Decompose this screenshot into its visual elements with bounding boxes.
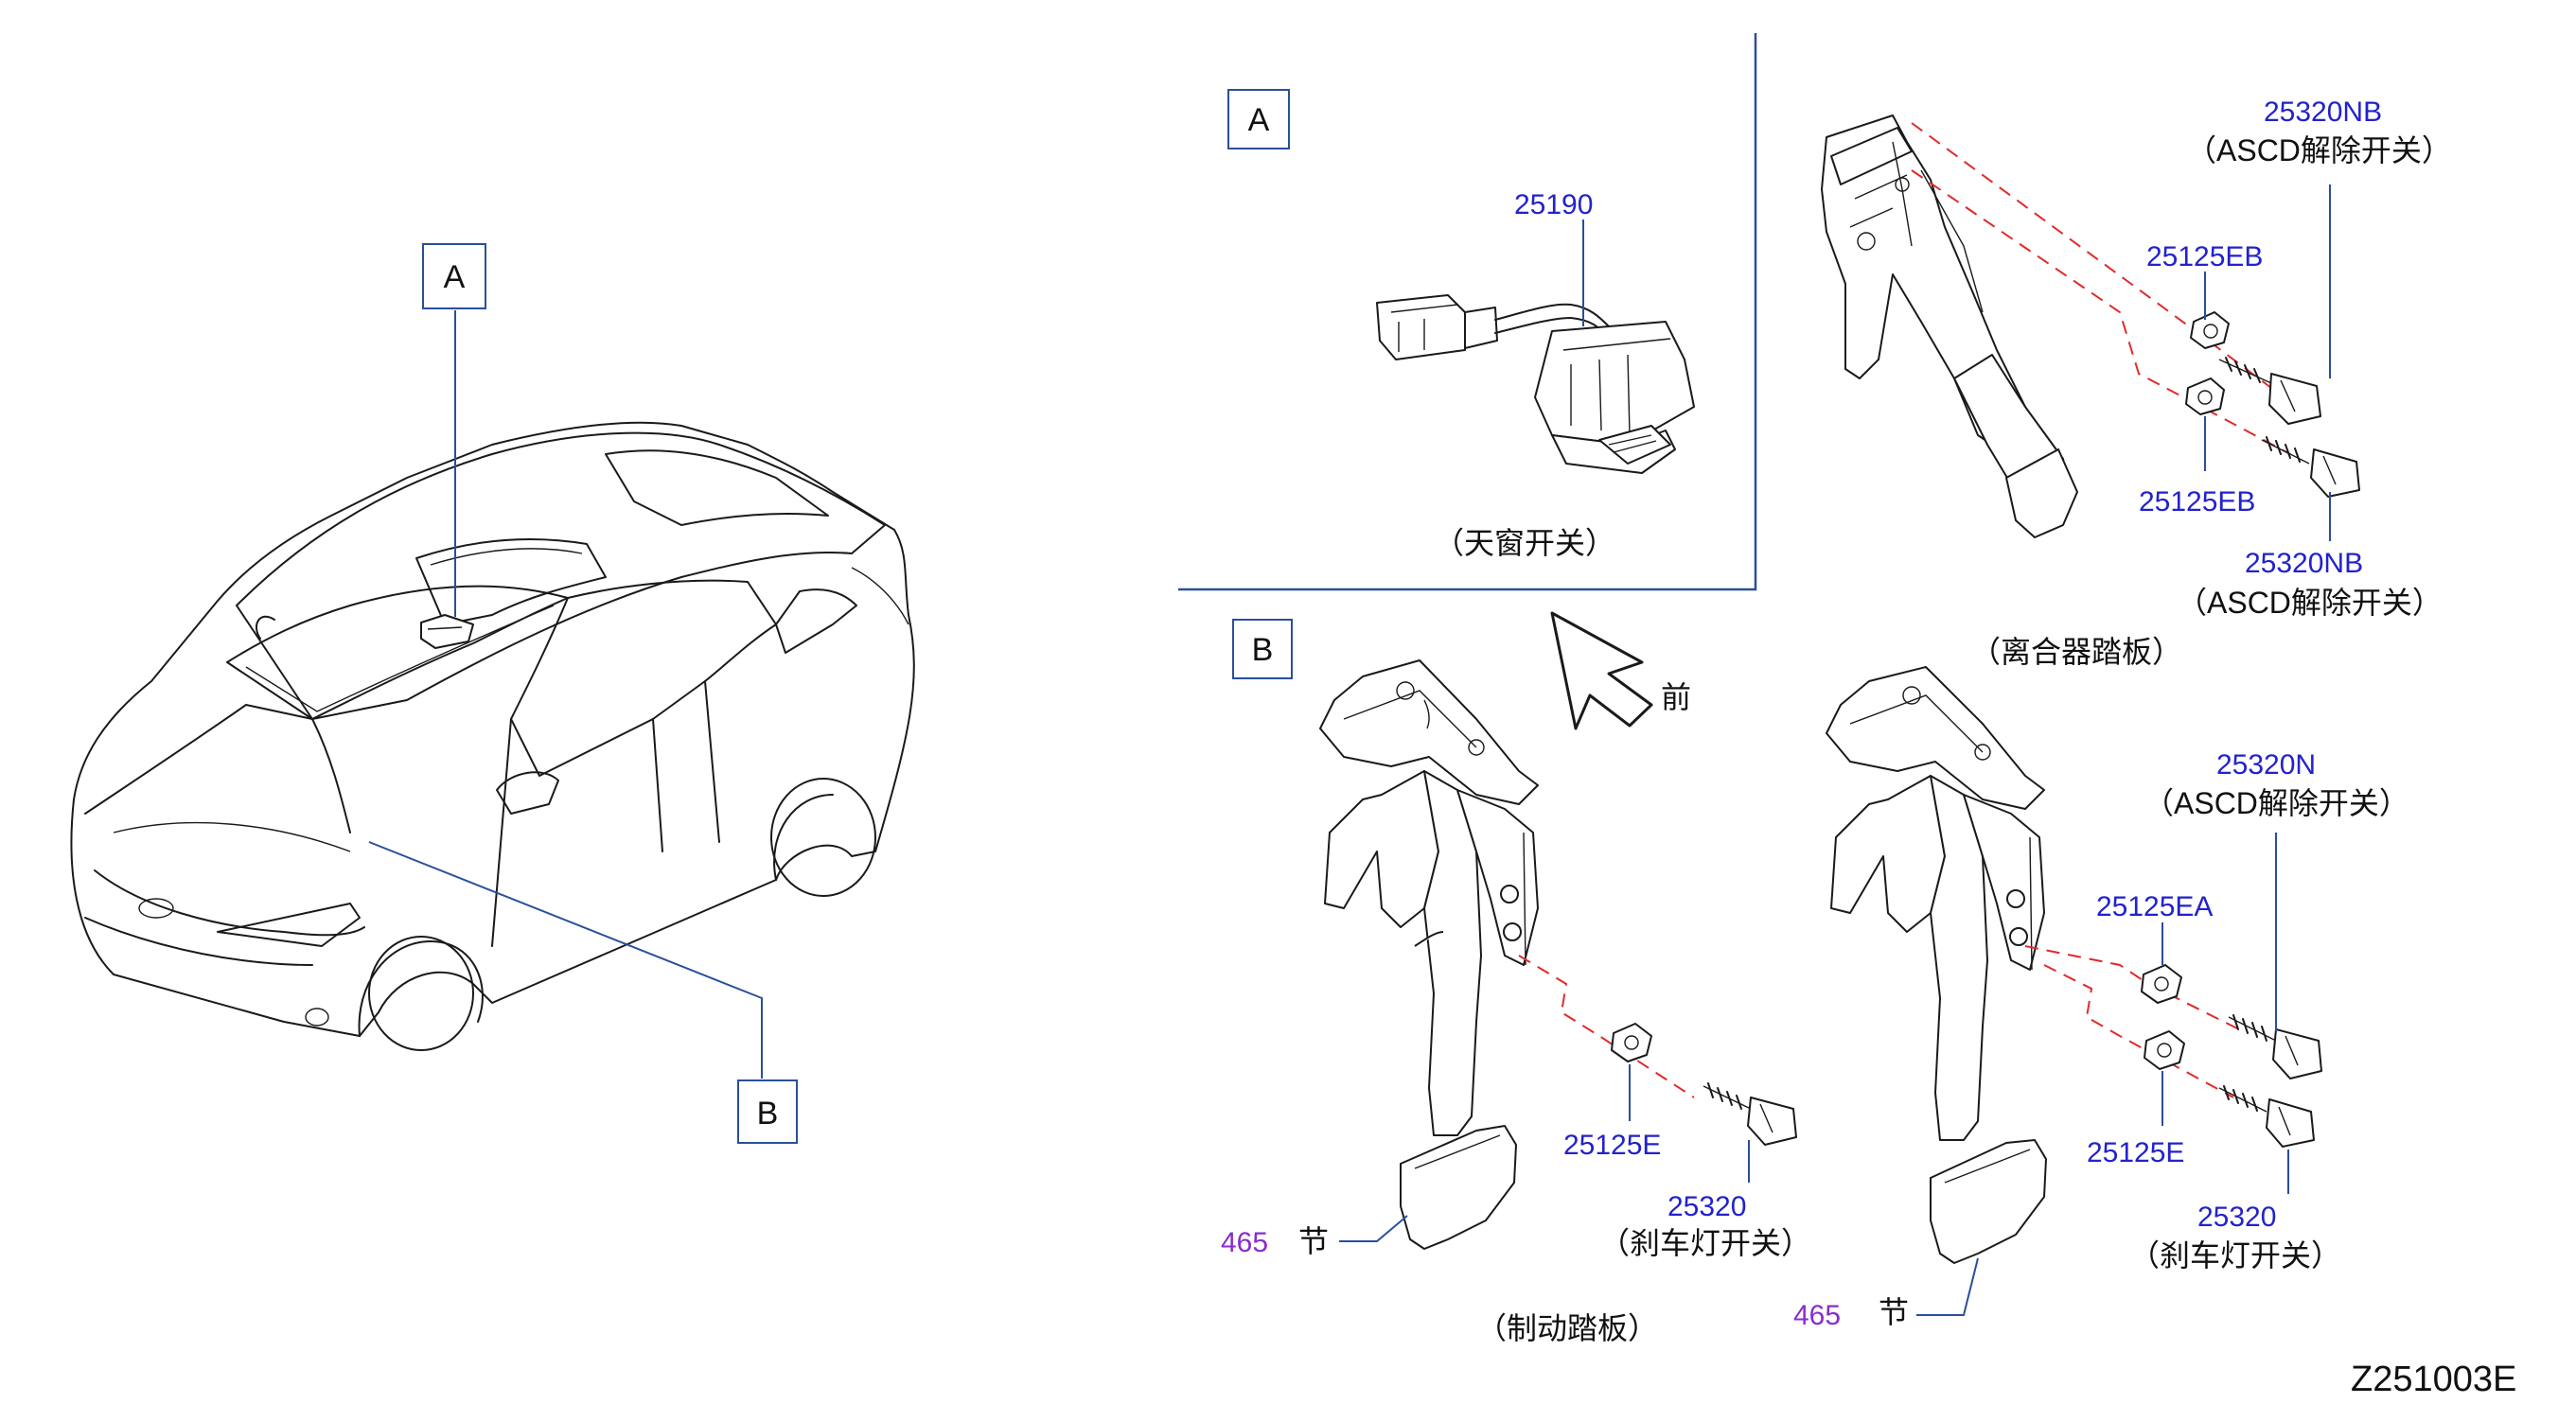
- brake-switch-drawing: [1703, 1082, 1797, 1146]
- clutch-upper-switch-drawing: [2218, 357, 2321, 425]
- brake-ascd-lower-switch-drawing: [2218, 1085, 2315, 1148]
- front-direction-label: 前: [1661, 680, 1691, 714]
- brake-ascd-pad-part-number: 465: [1793, 1300, 1841, 1331]
- clutch-lower-clip-part-number: 25125EB: [2139, 486, 2255, 518]
- panel-b-label-box: [1232, 619, 1293, 679]
- brake-phantom-line: [1518, 955, 1695, 1098]
- clutch-lower-clip-drawing: [2185, 377, 2225, 415]
- brake-ascd-pedal-pad-icon: [1930, 1139, 2047, 1264]
- brake-ascd-pedal-drawing: [1826, 666, 2047, 1264]
- leader-brake-pad: [1339, 1215, 1408, 1242]
- clutch-upper-clip-drawing: [2190, 311, 2230, 349]
- panel-b-label: B: [1252, 632, 1274, 668]
- brake-ascd-lower-phantom-line: [2043, 964, 2234, 1098]
- brake-pad-suffix: 节: [1298, 1224, 1329, 1258]
- clutch-upper-clip-part-number: 25125EB: [2146, 241, 2263, 272]
- brake-pedal-caption: （制动踏板）: [1476, 1311, 1658, 1345]
- brake-clip-drawing: [1611, 1023, 1652, 1062]
- brake-ascd-pad-suffix: 节: [1879, 1295, 1909, 1329]
- brake-ascd-upper-switch-desc: （ASCD解除开关）: [2144, 786, 2409, 820]
- brake-switch-desc: （刹车灯开关）: [1599, 1226, 1811, 1260]
- brake-ascd-upper-clip-part-number: 25125EA: [2096, 891, 2213, 922]
- brake-ascd-upper-switch-drawing: [2228, 1014, 2322, 1079]
- front-direction-arrow-icon: [1550, 611, 1653, 730]
- brake-clip-part-number: 25125E: [1563, 1130, 1661, 1161]
- brake-pedal-drawing: [1319, 659, 1539, 1250]
- brake-ascd-lower-switch-desc: （刹车灯开关）: [2129, 1238, 2341, 1272]
- clutch-lower-phantom-line: [1911, 169, 2291, 455]
- clutch-lower-switch-desc: （ASCD解除开关）: [2177, 586, 2443, 620]
- brake-switch-part-number: 25320: [1667, 1191, 1746, 1222]
- callout-b-label: B: [757, 1096, 779, 1132]
- callout-a-label: A: [444, 259, 466, 295]
- clutch-upper-switch-desc: （ASCD解除开关）: [2186, 133, 2452, 167]
- brake-ascd-lower-clip-drawing: [2144, 1030, 2185, 1070]
- part-number-25190: 25190: [1514, 189, 1593, 220]
- brake-pedal-pad-icon: [1400, 1125, 1517, 1250]
- callout-box-a: [422, 243, 486, 309]
- vehicle-overview: [70, 421, 915, 1051]
- panel-a-label: A: [1248, 102, 1270, 138]
- brake-pad-part-number: 465: [1221, 1227, 1268, 1258]
- clutch-pedal-caption: （离合器踏板）: [1970, 635, 2182, 669]
- clutch-upper-switch-part-number: 25320NB: [2264, 97, 2382, 128]
- callout-box-b: [737, 1079, 798, 1144]
- panel-a-frame: [1178, 33, 1757, 591]
- clutch-lower-switch-part-number: 25320NB: [2245, 548, 2363, 579]
- leader-brake-ascd-pad: [1916, 1257, 1979, 1316]
- brake-ascd-lower-clip-part-number: 25125E: [2087, 1137, 2184, 1168]
- panel-a-label-box: [1227, 89, 1290, 149]
- brake-ascd-upper-switch-part-number: 25320N: [2216, 749, 2316, 781]
- brake-ascd-upper-phantom-line: [2024, 945, 2244, 1032]
- diagram-code: Z251003E: [2351, 1360, 2516, 1399]
- brake-ascd-upper-clip-drawing: [2141, 964, 2182, 1004]
- sunroof-switch-drawing: [1376, 294, 1695, 474]
- clutch-pedal-drawing: [1821, 114, 2078, 538]
- clutch-lower-switch-drawing: [2261, 436, 2360, 498]
- leader-callout-b: [368, 841, 763, 1079]
- sunroof-switch-location-icon: [420, 614, 474, 649]
- sunroof-switch-caption: （天窗开关）: [1434, 526, 1615, 560]
- brake-ascd-lower-switch-part-number: 25320: [2197, 1202, 2276, 1233]
